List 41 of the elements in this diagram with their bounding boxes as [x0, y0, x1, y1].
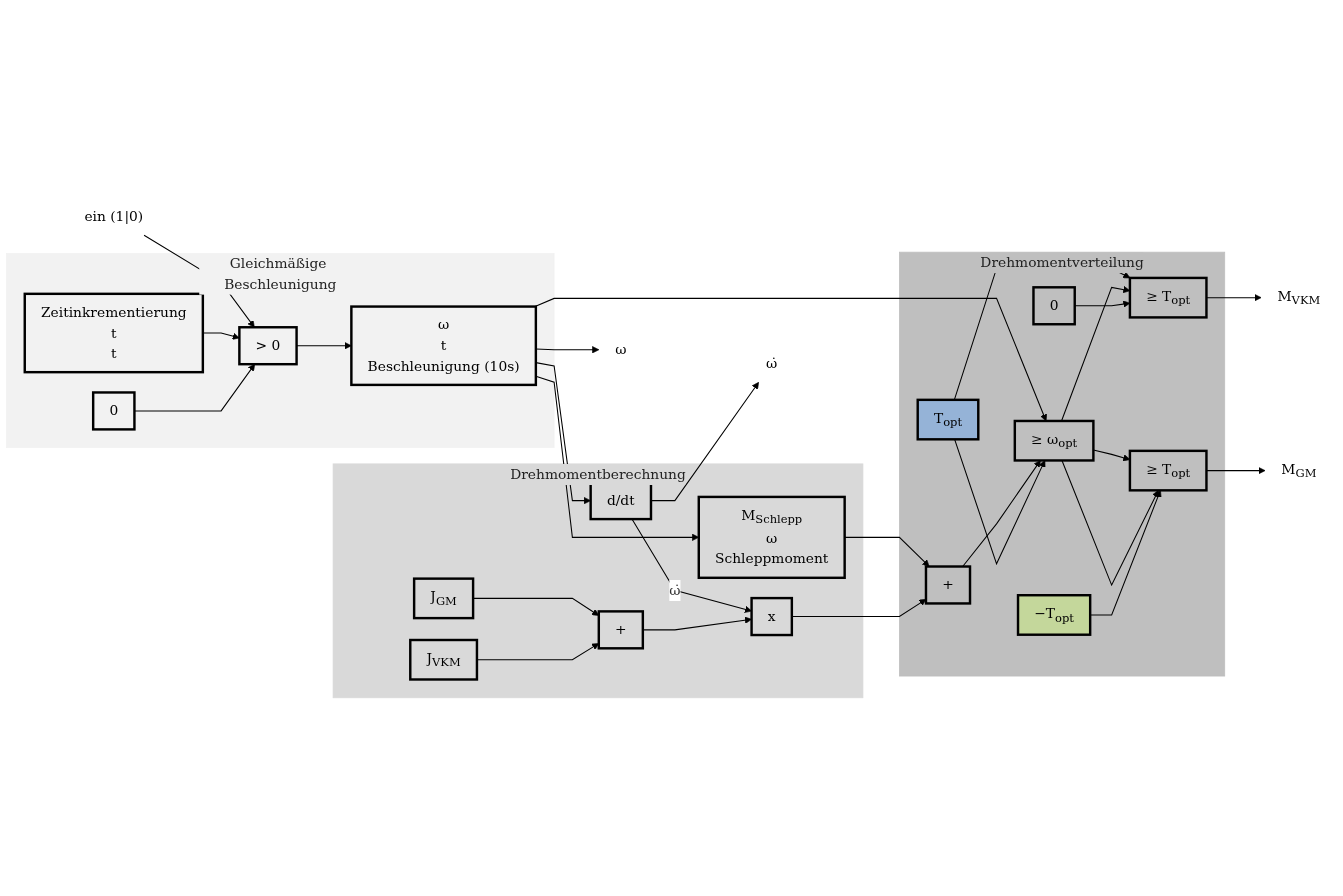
node-box: ω t Beschleunigung (10s)	[350, 305, 538, 387]
node-box: ≥ ω$_{opt}$	[1013, 419, 1095, 462]
node-box: T$_{opt}$	[916, 398, 980, 441]
arrow	[202, 332, 240, 340]
arrow	[1061, 459, 1159, 587]
node-box: ≥ T$_{opt}$	[1128, 449, 1208, 492]
arrow	[650, 382, 759, 502]
node-box: x	[750, 596, 794, 637]
arrow	[631, 518, 752, 613]
arrow	[1092, 449, 1131, 462]
node-text: M$_{VKM}$	[1277, 287, 1321, 307]
arrow	[1074, 300, 1131, 308]
arrow	[535, 375, 700, 541]
arrow	[296, 342, 352, 350]
arrow	[791, 599, 927, 618]
node-box: Zeitinkrementierung t t	[23, 292, 205, 374]
arrow	[962, 460, 1041, 568]
node-text: M$_{GM}$	[1281, 460, 1317, 480]
node-box: M$_{Schlepp}$ ω Schleppmoment	[697, 495, 846, 579]
arrow	[1061, 286, 1131, 422]
node-box: +	[924, 565, 972, 605]
node-box: ≥ T$_{opt}$	[1128, 276, 1208, 319]
node-box: 0	[91, 391, 136, 431]
arrow	[133, 363, 256, 412]
node-text: ω	[615, 341, 627, 358]
arrow	[1205, 467, 1266, 475]
arrow	[1205, 294, 1262, 302]
arrow	[472, 597, 600, 616]
node-text: ein (1|0)	[84, 207, 144, 225]
node-box: +	[597, 610, 645, 650]
arrow	[535, 346, 600, 354]
node-text: ω̇	[766, 355, 778, 372]
node-box: −T$_{opt}$	[1016, 594, 1092, 636]
arrow	[476, 643, 600, 661]
arrow	[642, 616, 752, 631]
arrow	[535, 362, 591, 505]
node-box: > 0	[238, 326, 298, 366]
arrow	[844, 536, 930, 567]
edge-label: ω̇	[669, 581, 681, 598]
arrow	[534, 297, 1047, 422]
node-box: 0	[1032, 286, 1076, 326]
